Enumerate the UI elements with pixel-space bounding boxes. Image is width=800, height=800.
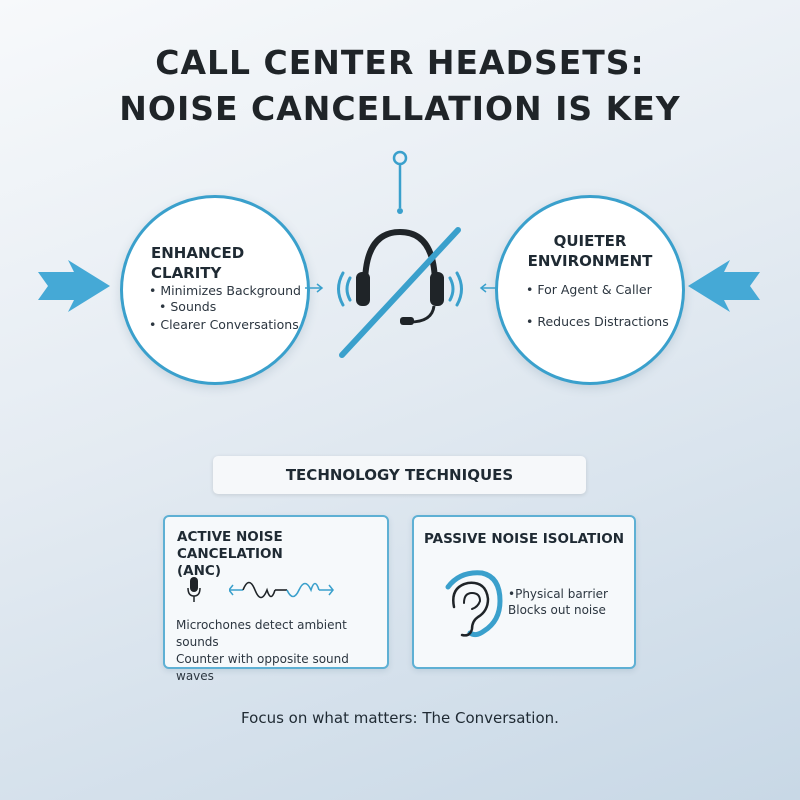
microphone-icon: [187, 577, 201, 602]
page-title: CALL CENTER HEADSETS: NOISE CANCELLATION…: [0, 40, 800, 132]
technology-techniques-title: TECHNOLOGY TECHNIQUES: [213, 456, 586, 494]
list-item: Reduces Distractions: [526, 314, 676, 330]
pni-card: PASSIVE NOISE ISOLATION Physical barrier…: [412, 515, 636, 669]
small-arrow-right-icon: [305, 283, 324, 293]
list-item: For Agent & Caller: [526, 282, 676, 298]
title-line-2: NOISE CANCELLATION IS KEY: [119, 89, 681, 128]
headset-icon: [337, 150, 463, 358]
quieter-environment-heading: QUIETER ENVIRONMENT: [527, 232, 653, 270]
ear-icon: [445, 570, 503, 638]
left-arrow-icon: [38, 260, 110, 312]
title-line-1: CALL CENTER HEADSETS:: [155, 43, 645, 82]
list-item-continuation: Sounds: [149, 299, 309, 315]
waveform-icon: [229, 581, 334, 599]
anc-description: Microchones detect ambient sounds Counte…: [176, 618, 349, 683]
right-arrow-icon: [688, 260, 760, 312]
footer-tagline: Focus on what matters: The Conversation.: [241, 709, 559, 727]
small-arrow-left-icon: [479, 283, 498, 293]
list-item: Minimizes Background: [149, 283, 309, 299]
anc-title: ACTIVE NOISE CANCELATION (ANC): [177, 529, 283, 579]
quieter-environment-list: For Agent & Caller Reduces Distractions: [526, 282, 676, 346]
enhanced-clarity-list: Minimizes Background Sounds Clearer Conv…: [149, 283, 309, 335]
list-item: Clearer Conversations: [149, 317, 309, 333]
quieter-environment-circle: QUIETER ENVIRONMENT For Agent & Caller R…: [495, 195, 685, 385]
pni-description: Physical barrier Blocks out noise: [508, 586, 608, 618]
enhanced-clarity-heading: ENHANCED CLARITY: [151, 244, 245, 282]
pni-title: PASSIVE NOISE ISOLATION: [423, 531, 624, 547]
anc-card: ACTIVE NOISE CANCELATION (ANC) Microchon…: [163, 515, 389, 683]
enhanced-clarity-circle: ENHANCED CLARITY Minimizes Background So…: [120, 195, 310, 385]
